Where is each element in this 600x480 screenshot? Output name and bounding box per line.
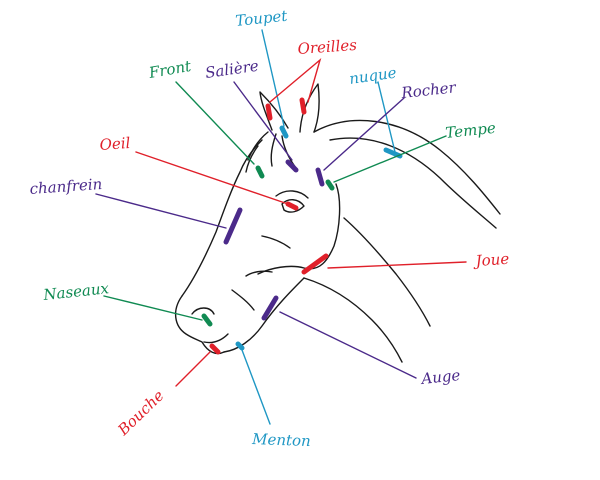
mark-front [255, 165, 265, 179]
label-nuque: nuque [348, 64, 398, 88]
mark-nuque [383, 147, 403, 159]
label-menton: Menton [251, 430, 311, 450]
crest-line [313, 119, 501, 215]
eye-brow [275, 190, 309, 199]
label-auge: Auge [419, 366, 462, 388]
mark-tempe [325, 179, 335, 191]
right-ear [299, 83, 320, 133]
mark-auge [261, 295, 279, 321]
label-joue: Joue [472, 250, 510, 271]
leader-naseaux [103, 295, 203, 321]
leader-tempe [333, 135, 447, 183]
mark-saliere [285, 159, 299, 173]
mark-oreilles-2 [299, 97, 307, 115]
anatomy-markings [201, 97, 403, 355]
label-bouche: Bouche [114, 386, 168, 439]
leader-menton [241, 349, 271, 425]
neck-underside [343, 217, 431, 327]
eye-outline [281, 199, 305, 213]
leader-saliere [233, 81, 293, 161]
leader-oreilles [269, 57, 322, 103]
mark-chanfrein [223, 207, 243, 245]
label-tempe: Tempe [445, 119, 497, 142]
left-ear [259, 91, 289, 131]
leader-auge [279, 311, 417, 379]
label-toupet: Toupet [235, 7, 290, 30]
leader-rocher [323, 97, 405, 171]
leader-front [175, 81, 255, 165]
mark-menton [235, 341, 245, 351]
lower-jaw-line [223, 277, 305, 353]
nostril [191, 307, 215, 315]
throat-line [303, 277, 403, 363]
label-saliere: Salière [204, 57, 260, 82]
mouth-line [203, 333, 229, 344]
horse-head-drawing [175, 83, 501, 363]
label-rocher: Rocher [400, 78, 458, 102]
leader-bouche [175, 351, 211, 387]
forelock [245, 131, 297, 173]
leader-oeil [135, 151, 289, 205]
neck-inner-line [329, 137, 497, 229]
mark-naseaux [201, 313, 213, 327]
leader-toupet [261, 29, 285, 127]
mark-oeil [285, 201, 299, 211]
mark-toupet [279, 125, 289, 139]
label-oeil: Oeil [99, 134, 131, 154]
leader-chanfrein [95, 193, 227, 229]
mark-rocher [315, 167, 325, 187]
mark-oreilles [265, 103, 273, 121]
label-oreilles: Oreilles [297, 36, 358, 58]
label-naseaux: Naseaux [42, 279, 111, 304]
mark-bouche [209, 343, 221, 355]
cheek-line [231, 289, 255, 311]
face-front-line [181, 139, 263, 297]
face-contour [245, 235, 291, 277]
leader-joue [327, 261, 467, 269]
muzzle-outline [175, 295, 225, 355]
label-chanfrein: chanfrein [29, 175, 103, 198]
labels: Toupet Oreilles Front Salière nuque Roch… [29, 7, 510, 451]
leader-lines [95, 29, 467, 425]
cheek-curve [257, 183, 341, 275]
leader-nuque [377, 81, 397, 157]
label-front: Front [147, 57, 194, 82]
mark-joue [301, 253, 329, 275]
